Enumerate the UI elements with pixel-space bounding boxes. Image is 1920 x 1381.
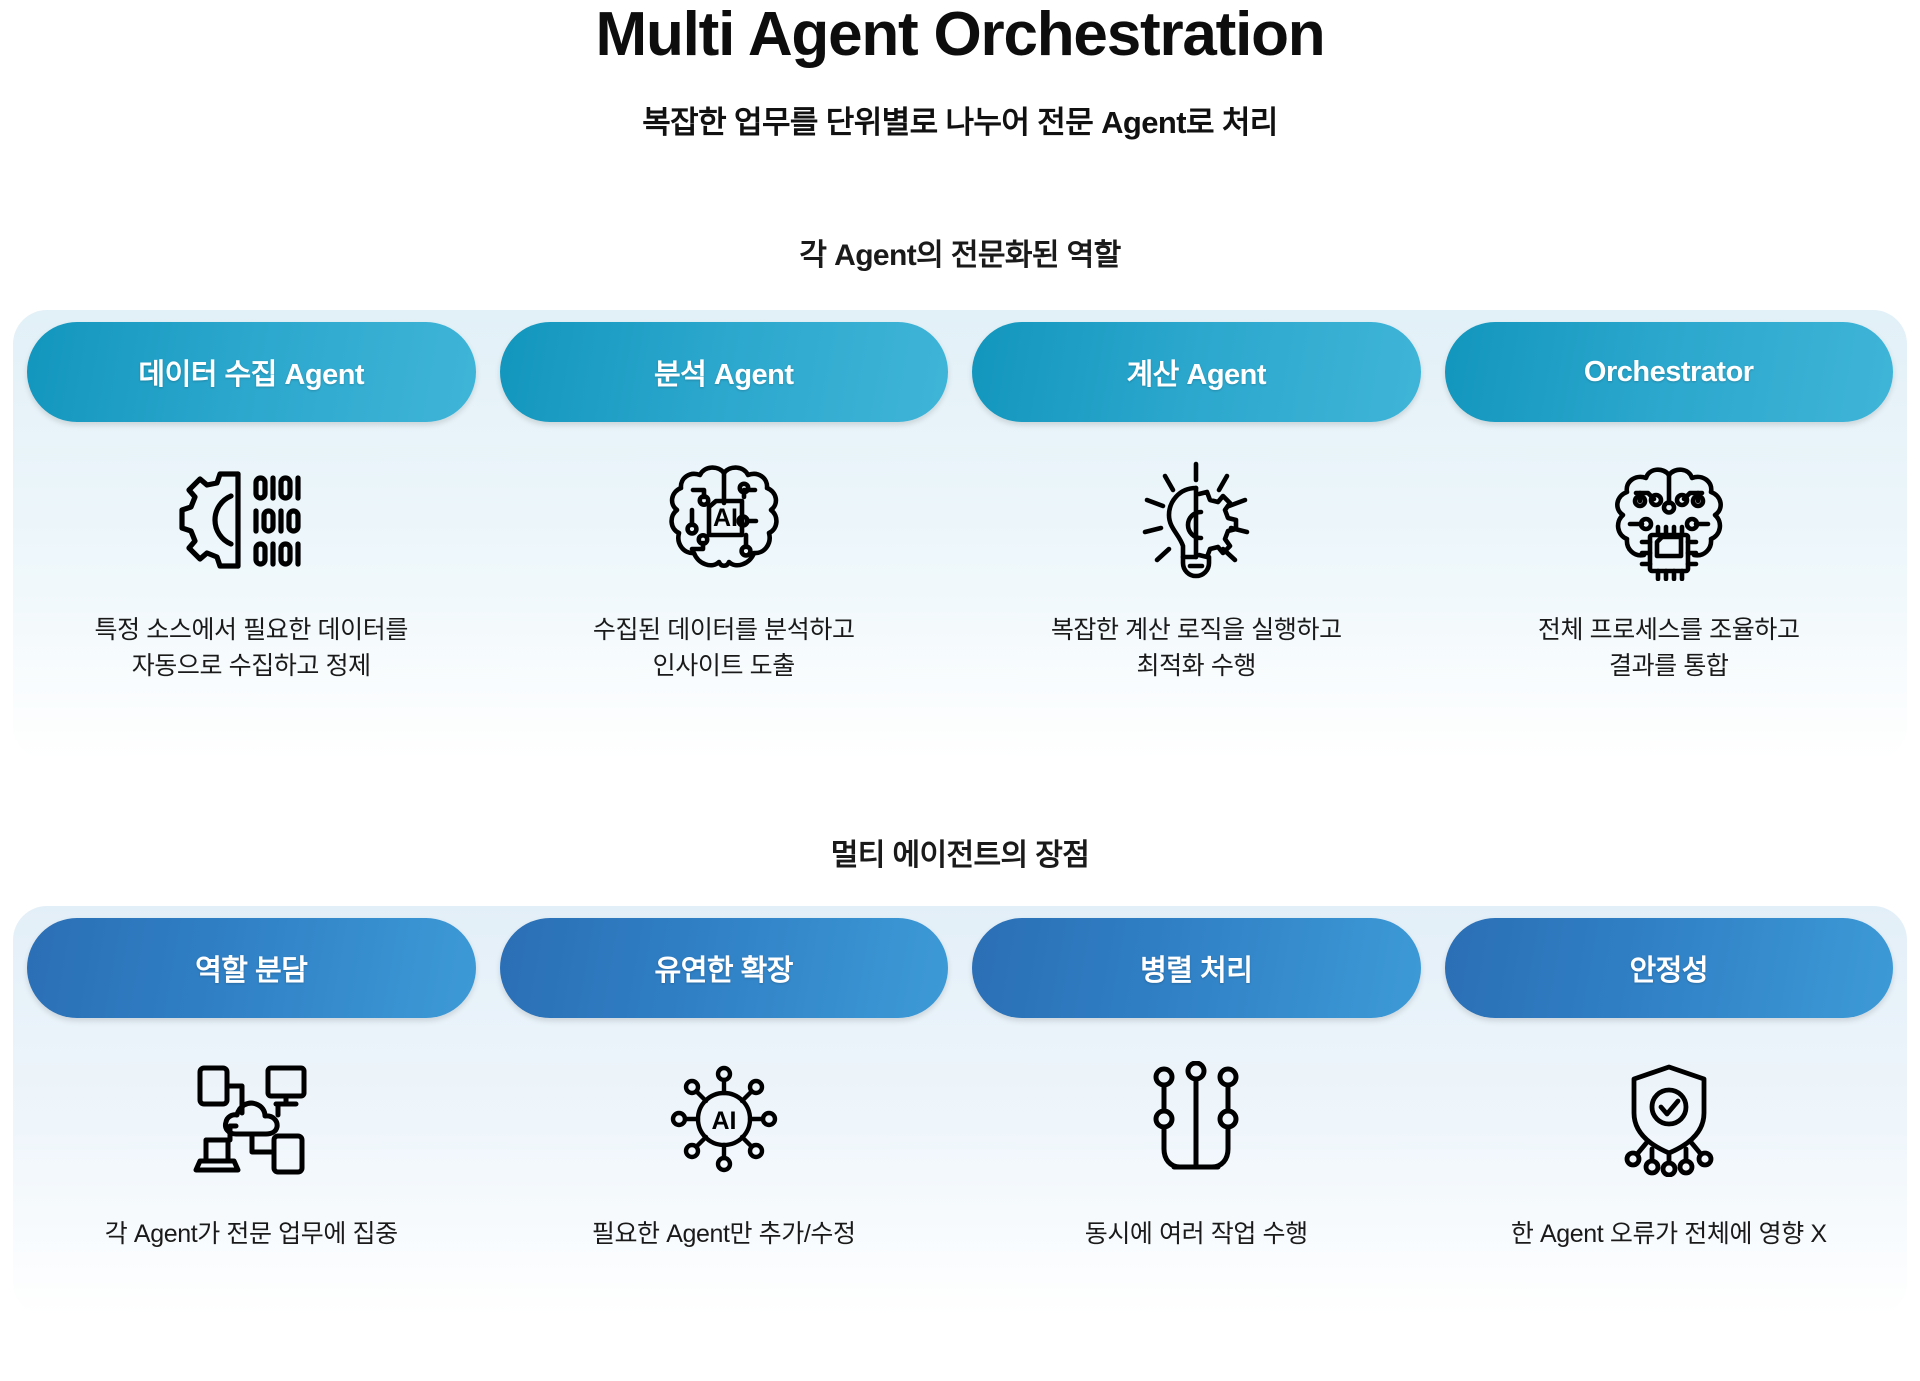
benefits-card-row: 각 Agent가 전문 업무에 집중 bbox=[13, 1018, 1907, 1252]
section-heading-roles: 각 Agent의 전문화된 역할 bbox=[799, 239, 1121, 273]
card-parallel-processing: 동시에 여러 작업 수행 bbox=[972, 1018, 1421, 1252]
caption-line-1: 동시에 여러 작업 수행 bbox=[1084, 1220, 1308, 1249]
card-flexible-scaling: AI 필요한 Agent만 추가/수정 bbox=[500, 1018, 949, 1252]
pill-label: 분석 Agent bbox=[653, 359, 794, 392]
card-caption: 필요한 Agent만 추가/수정 bbox=[592, 1216, 856, 1252]
card-caption: 복잡한 계산 로직을 실행하고 최적화 수행 bbox=[1051, 612, 1342, 685]
card-analysis-agent: AI 수집된 데이터를 분석하고 인사이트 도출 bbox=[500, 422, 949, 685]
pill-parallel-processing[interactable]: 병렬 처리 bbox=[972, 918, 1421, 1019]
caption-line-2: 자동으로 수집하고 정제 bbox=[131, 652, 371, 681]
brain-cpu-icon bbox=[1606, 446, 1732, 596]
caption-line-1: 한 Agent 오류가 전체에 영향 X bbox=[1510, 1220, 1827, 1249]
pill-label: 계산 Agent bbox=[1126, 359, 1267, 392]
card-caption: 전체 프로세스를 조율하고 결과를 통합 bbox=[1538, 612, 1800, 685]
section-heading-benefits: 멀티 에이전트의 장점 bbox=[830, 839, 1090, 873]
chip-label: AI bbox=[711, 1107, 736, 1135]
lightbulb-gear-icon bbox=[1131, 446, 1261, 596]
card-calculation-agent: 복잡한 계산 로직을 실행하고 최적화 수행 bbox=[972, 422, 1421, 685]
cloud-network-devices-icon bbox=[190, 1044, 312, 1194]
card-stability: 한 Agent 오류가 전체에 영향 X bbox=[1445, 1018, 1894, 1252]
card-caption: 동시에 여러 작업 수행 bbox=[1085, 1216, 1308, 1252]
roles-panel: 데이터 수집 Agent 분석 Agent 계산 Agent Orchestra… bbox=[13, 310, 1907, 761]
page-header: Multi Agent Orchestration 복잡한 업무를 단위별로 나… bbox=[0, 0, 1920, 142]
gear-binary-icon bbox=[176, 446, 326, 596]
pill-label: 안정성 bbox=[1629, 955, 1709, 988]
parallel-branches-icon bbox=[1140, 1044, 1252, 1194]
page-title: Multi Agent Orchestration bbox=[595, 0, 1326, 69]
shield-check-circuit-icon bbox=[1608, 1044, 1730, 1194]
pill-data-collection-agent[interactable]: 데이터 수집 Agent bbox=[27, 322, 476, 423]
caption-line-1: 복잡한 계산 로직을 실행하고 bbox=[1050, 616, 1342, 645]
pill-label: 역할 분담 bbox=[195, 955, 308, 988]
card-orchestrator: 전체 프로세스를 조율하고 결과를 통합 bbox=[1445, 422, 1894, 685]
caption-line-2: 인사이트 도출 bbox=[652, 652, 796, 681]
brain-ai-chip-icon: AI bbox=[662, 446, 786, 596]
pill-stability[interactable]: 안정성 bbox=[1444, 918, 1893, 1019]
card-role-division: 각 Agent가 전문 업무에 집중 bbox=[27, 1018, 476, 1252]
caption-line-1: 특정 소스에서 필요한 데이터를 bbox=[94, 616, 409, 645]
card-data-collection-agent: 특정 소스에서 필요한 데이터를 자동으로 수집하고 정제 bbox=[27, 422, 476, 685]
caption-line-1: 전체 프로세스를 조율하고 bbox=[1537, 616, 1800, 645]
pill-analysis-agent[interactable]: 분석 Agent bbox=[499, 322, 948, 423]
pill-label: 병렬 처리 bbox=[1140, 955, 1253, 988]
card-caption: 각 Agent가 전문 업무에 집중 bbox=[105, 1216, 398, 1252]
pill-flexible-scaling[interactable]: 유연한 확장 bbox=[499, 918, 948, 1019]
caption-line-2: 결과를 통합 bbox=[1608, 652, 1729, 681]
benefits-pill-row: 역할 분담 유연한 확장 병렬 처리 안정성 bbox=[13, 906, 1907, 1019]
card-caption: 특정 소스에서 필요한 데이터를 자동으로 수집하고 정제 bbox=[94, 612, 409, 685]
pill-label: 데이터 수집 Agent bbox=[138, 359, 365, 392]
roles-pill-row: 데이터 수집 Agent 분석 Agent 계산 Agent Orchestra… bbox=[13, 310, 1907, 423]
ai-node-hub-icon: AI bbox=[661, 1044, 787, 1194]
caption-line-1: 필요한 Agent만 추가/수정 bbox=[591, 1220, 856, 1249]
card-caption: 한 Agent 오류가 전체에 영향 X bbox=[1511, 1216, 1827, 1252]
pill-calculation-agent[interactable]: 계산 Agent bbox=[972, 322, 1421, 423]
chip-label: AI bbox=[713, 504, 738, 532]
pill-role-division[interactable]: 역할 분담 bbox=[27, 918, 476, 1019]
pill-label: 유연한 확장 bbox=[654, 955, 794, 988]
page-subtitle: 복잡한 업무를 단위별로 나누어 전문 Agent로 처리 bbox=[642, 105, 1278, 141]
benefits-panel: 역할 분담 유연한 확장 병렬 처리 안정성 bbox=[13, 906, 1907, 1317]
caption-line-1: 수집된 데이터를 분석하고 bbox=[592, 616, 855, 645]
caption-line-1: 각 Agent가 전문 업무에 집중 bbox=[104, 1220, 398, 1249]
pill-label: Orchestrator bbox=[1583, 355, 1754, 388]
caption-line-2: 최적화 수행 bbox=[1136, 652, 1257, 681]
card-caption: 수집된 데이터를 분석하고 인사이트 도출 bbox=[593, 612, 855, 685]
pill-orchestrator[interactable]: Orchestrator bbox=[1444, 322, 1893, 423]
roles-card-row: 특정 소스에서 필요한 데이터를 자동으로 수집하고 정제 bbox=[13, 422, 1907, 685]
